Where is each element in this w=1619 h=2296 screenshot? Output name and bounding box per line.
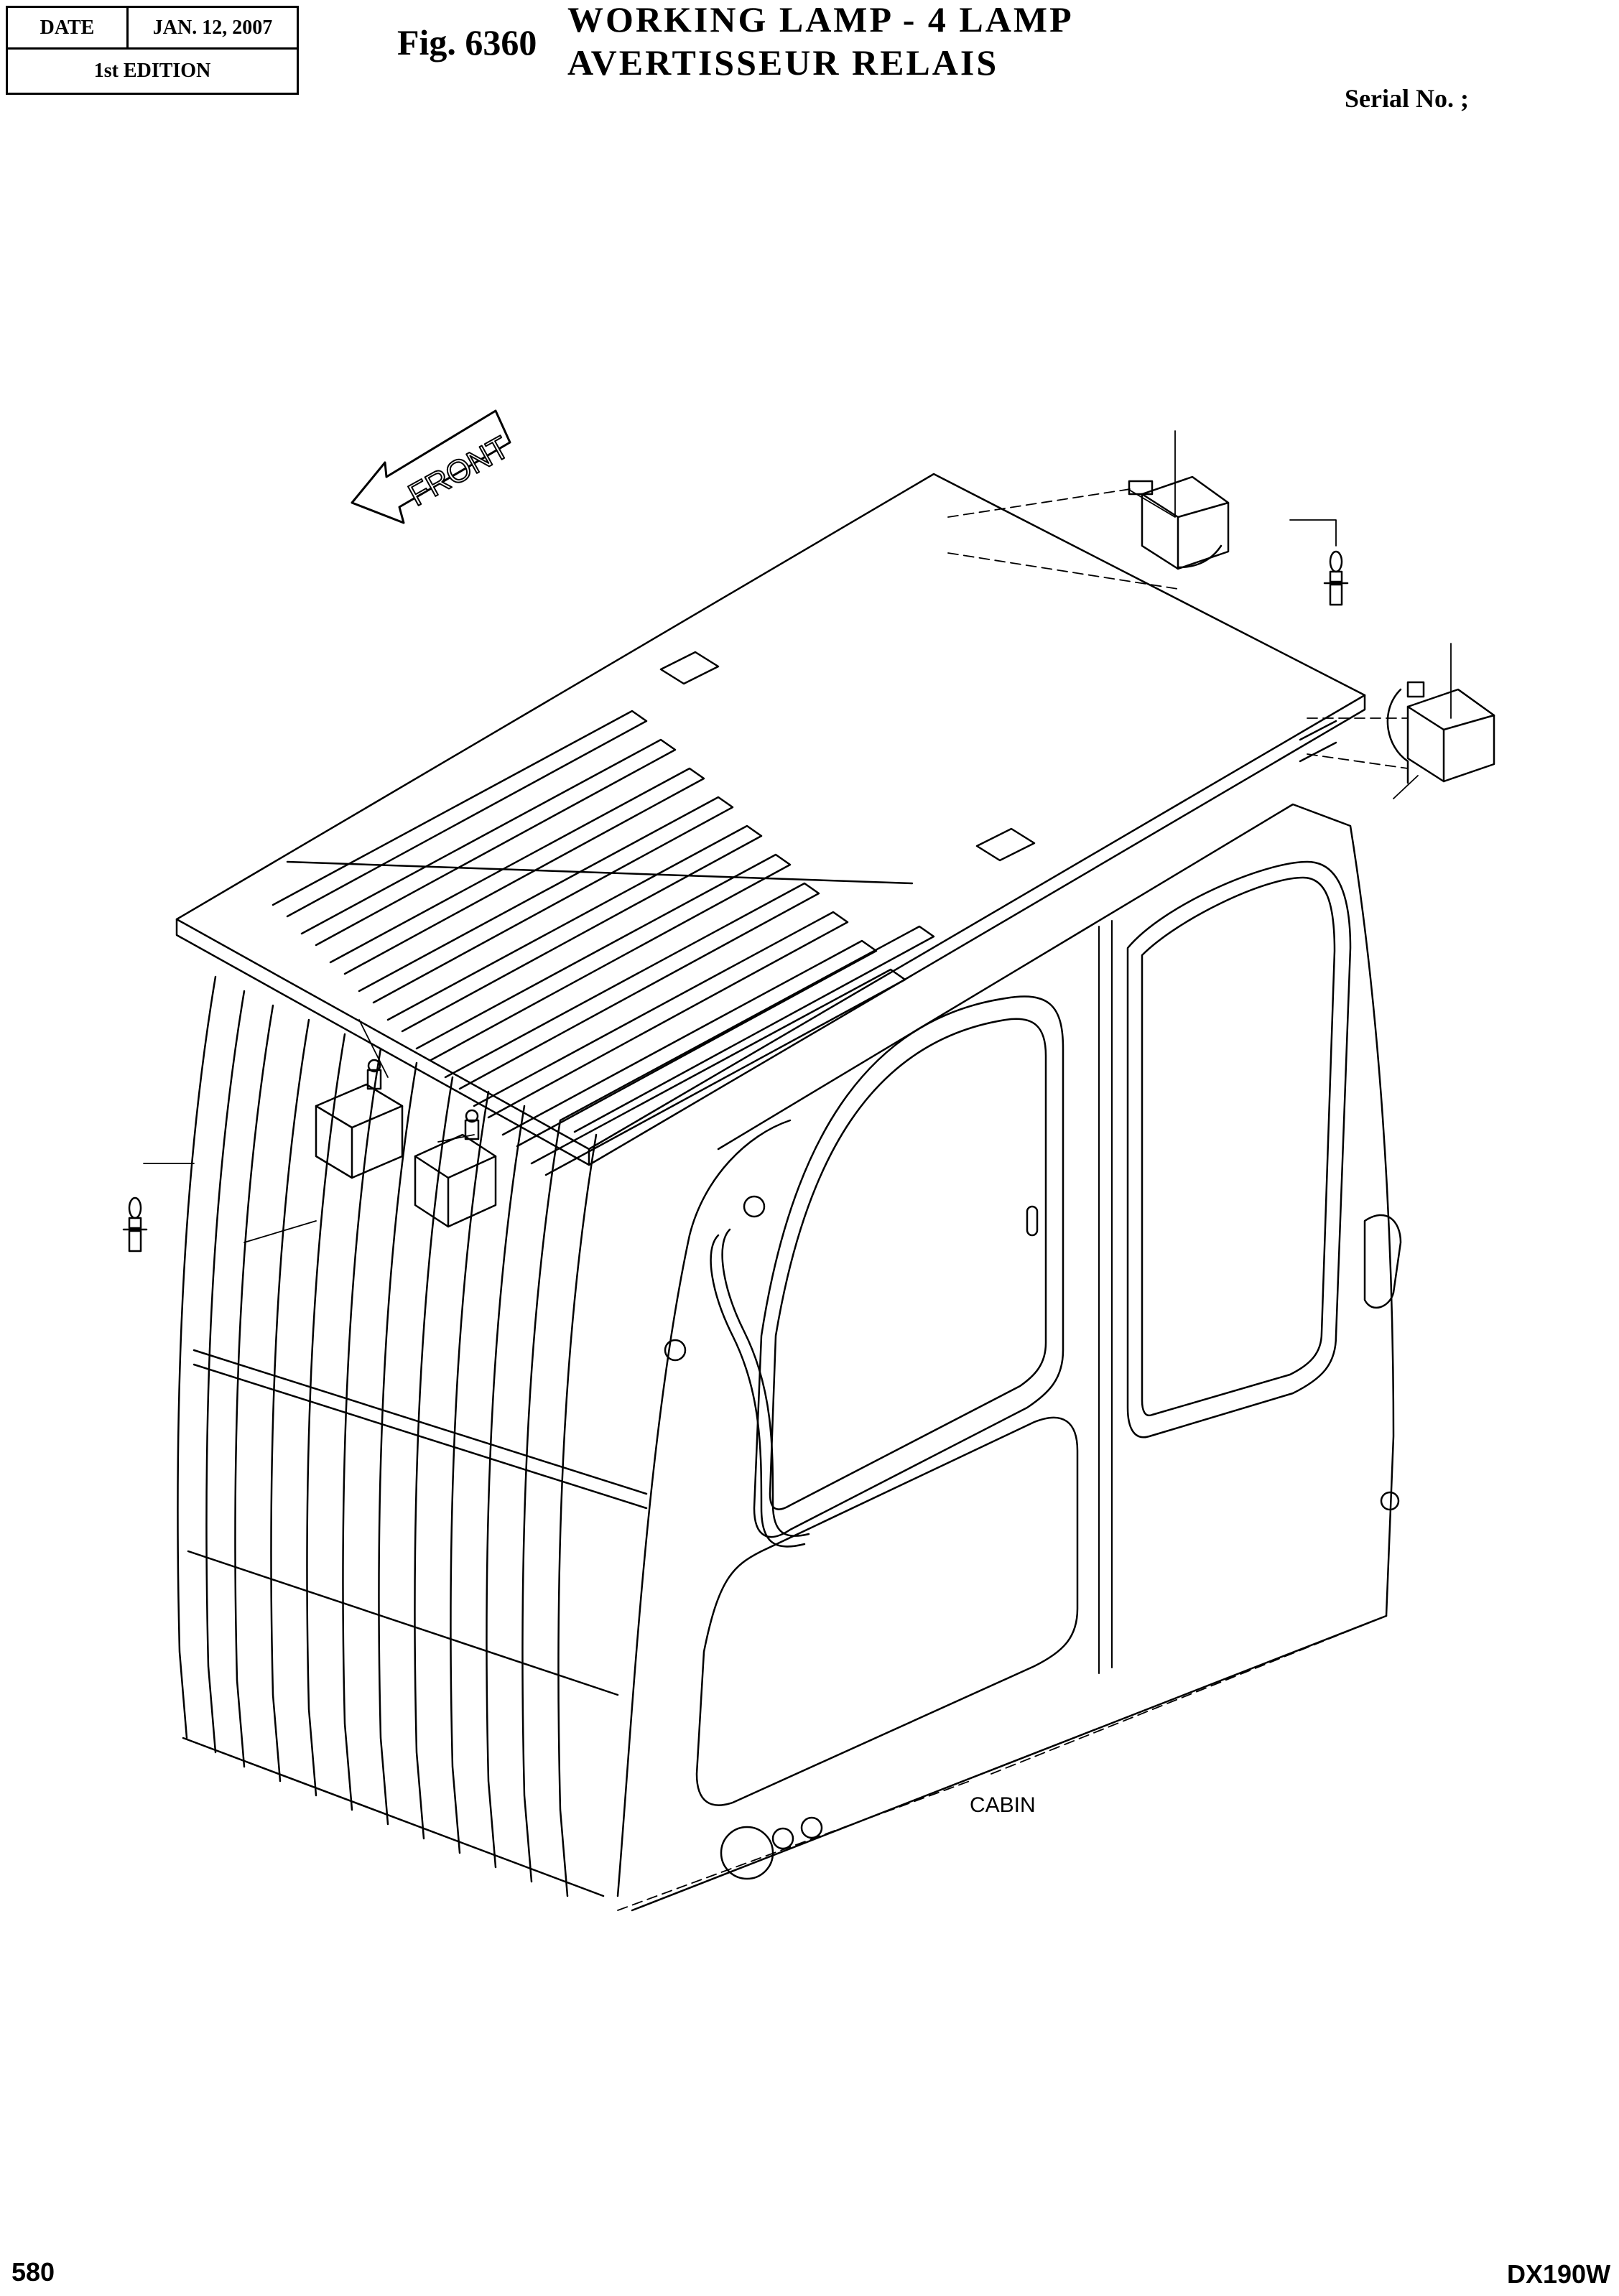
header-box: DATE JAN. 12, 2007 1st EDITION bbox=[6, 6, 299, 95]
figure-number: Fig. 6360 bbox=[397, 22, 537, 62]
edition-label: 1st EDITION bbox=[93, 60, 211, 82]
door-window bbox=[753, 995, 1064, 1538]
model-code: DX190W bbox=[1507, 2259, 1611, 2289]
figure-subtitle: AVERTISSEUR RELAIS bbox=[567, 42, 999, 83]
cabin-roof bbox=[175, 473, 1366, 1166]
cabin-body bbox=[616, 803, 1395, 1912]
front-arrow: FRONT bbox=[351, 409, 516, 524]
cabin-label: CABIN bbox=[970, 1793, 1036, 1817]
front-arrow-label: FRONT bbox=[403, 429, 515, 513]
front-guard bbox=[177, 975, 648, 1897]
roof-guard bbox=[272, 710, 935, 1176]
date-value: JAN. 12, 2007 bbox=[129, 8, 297, 50]
front-work-lamp-right bbox=[414, 1109, 497, 1228]
rear-window bbox=[1126, 860, 1352, 1439]
assembly-dashed-lines bbox=[617, 488, 1409, 1911]
page-number: 580 bbox=[11, 2257, 55, 2287]
serial-number: Serial No. ; bbox=[1345, 84, 1469, 113]
bulb-rear bbox=[1323, 550, 1349, 606]
rear-work-lamp-left bbox=[1128, 475, 1230, 570]
handrail bbox=[664, 1195, 810, 1548]
date-label: DATE bbox=[8, 8, 129, 50]
leader-lines bbox=[143, 430, 1452, 1243]
front-work-lamp-left bbox=[315, 1059, 404, 1179]
door-lower-panel bbox=[695, 1214, 1402, 1880]
bulb-front bbox=[122, 1196, 148, 1252]
figure-title: WORKING LAMP - 4 LAMP bbox=[567, 0, 1074, 39]
rear-work-lamp-right bbox=[1386, 681, 1495, 784]
